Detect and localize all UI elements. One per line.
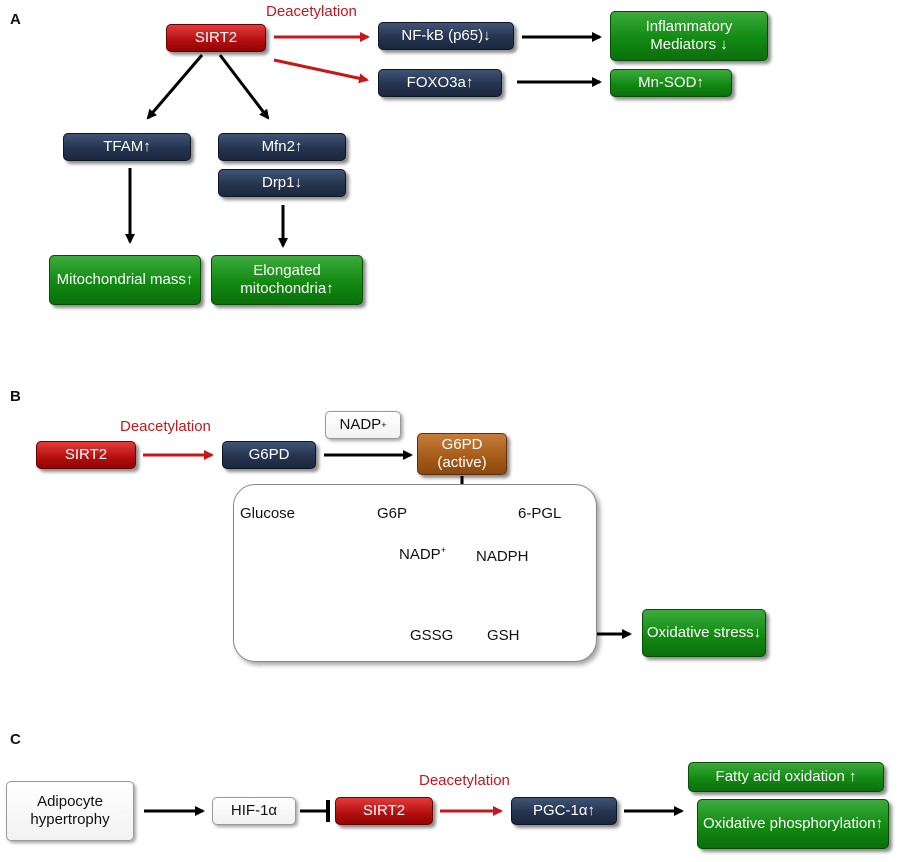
arrow-sirt2-mfn2 — [218, 54, 270, 120]
oxidative-phosphorylation-node: Oxidative phosphorylation↑ — [697, 799, 889, 849]
mfn2-node: Mfn2↑ — [218, 133, 346, 161]
panel-label-b: B — [10, 388, 21, 405]
pgc1a-node: PGC-1α↑ — [511, 797, 617, 825]
sirt2-node-a: SIRT2 — [166, 24, 266, 52]
nadp-cofactor-node: NADP+ — [325, 411, 401, 439]
sirt2-node-c: SIRT2 — [335, 797, 433, 825]
pentose-phosphate-panel — [233, 484, 597, 662]
gsh-label: GSH — [487, 627, 520, 644]
deacetylation-label-b: Deacetylation — [120, 418, 211, 435]
adipocyte-hypertrophy-node: Adipocyte hypertrophy — [6, 781, 134, 841]
inflammatory-mediators-node: Inflammatory Mediators ↓ — [610, 11, 768, 61]
deacetylation-label-a: Deacetylation — [266, 3, 357, 20]
mnsod-node: Mn-SOD↑ — [610, 69, 732, 97]
glucose-label: Glucose — [240, 505, 296, 522]
deacetylation-label-c: Deacetylation — [419, 772, 510, 789]
foxo3a-node: FOXO3a↑ — [378, 69, 502, 97]
g6p-label: G6P — [377, 505, 408, 522]
arrow-sirt2-tfam — [146, 54, 204, 120]
nadp-label-plus: + — [440, 545, 446, 555]
nadp-cofactor-text: NADP — [339, 416, 382, 433]
panel-label-c: C — [10, 731, 21, 748]
g6pd-active-node: G6PD (active) — [417, 433, 507, 475]
hif1a-node: HIF-1α — [212, 797, 296, 825]
fatty-acid-oxidation-node: Fatty acid oxidation ↑ — [688, 762, 884, 792]
tfam-node: TFAM↑ — [63, 133, 191, 161]
arrow-sirt2-foxo3a — [273, 58, 369, 84]
6pgl-label: 6-PGL — [518, 505, 562, 522]
nadp-label-text: NADP — [399, 546, 441, 563]
drp1-node: Drp1↓ — [218, 169, 346, 197]
elongated-mitochondria-node: Elongated mitochondria↑ — [211, 255, 363, 305]
nadp-label: NADP+ — [399, 545, 446, 563]
oxidative-stress-node: Oxidative stress↓ — [642, 609, 766, 657]
nadph-label: NADPH — [476, 548, 529, 565]
nadp-cofactor-plus: + — [381, 419, 387, 430]
sirt2-node-b: SIRT2 — [36, 441, 136, 469]
mitochondrial-mass-node: Mitochondrial mass↑ — [49, 255, 201, 305]
gssg-label: GSSG — [410, 627, 454, 644]
panel-label-a: A — [10, 11, 21, 28]
nfkb-node: NF-kB (p65)↓ — [378, 22, 514, 50]
g6pd-node: G6PD — [222, 441, 316, 469]
